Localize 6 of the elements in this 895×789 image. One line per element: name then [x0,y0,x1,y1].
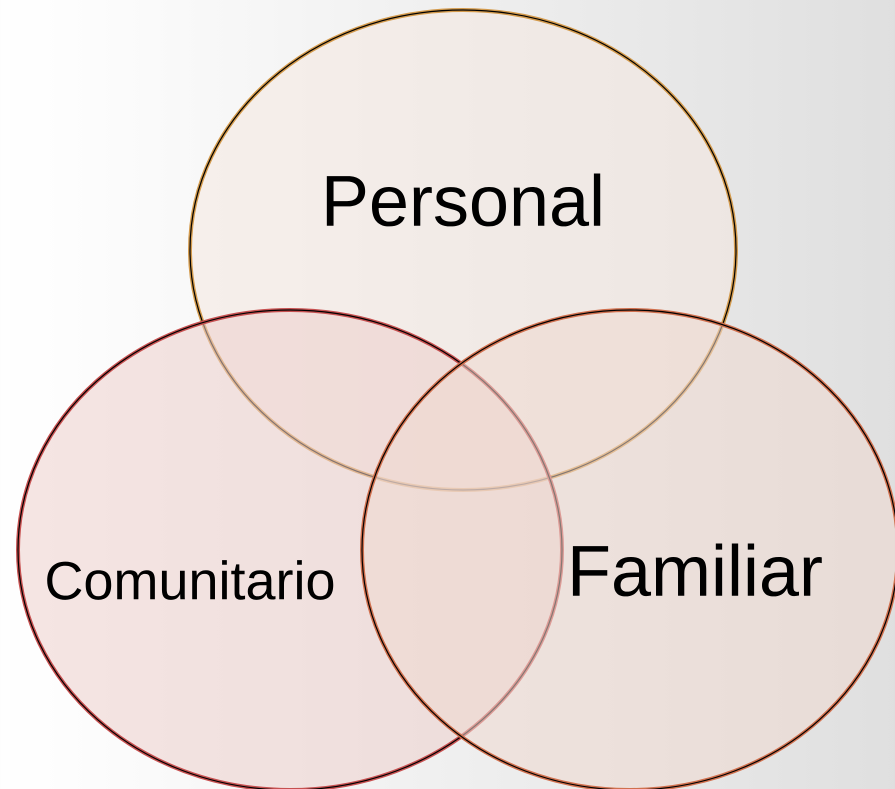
circle-label: Familiar [572,544,822,596]
venn-circle [188,8,738,492]
circle-label: Comunitario [47,560,334,600]
circle-label: Personal [326,174,600,226]
venn-circle [360,308,895,789]
venn-circle [16,308,564,789]
